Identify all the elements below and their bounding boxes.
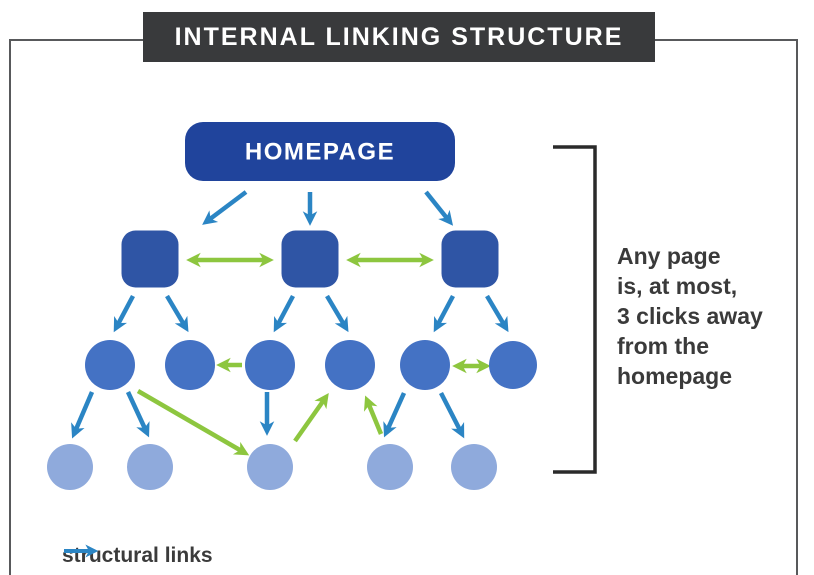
structural-link-arrow xyxy=(273,294,295,333)
deep-page-node-1 xyxy=(47,444,93,490)
structural-link-arrow xyxy=(202,190,248,225)
annotation-text: Any page is, at most, 3 clicks away from… xyxy=(617,243,763,389)
links-layer xyxy=(71,190,509,456)
structural-link-arrow xyxy=(485,294,509,333)
category-node-2 xyxy=(281,230,339,288)
deep-page-node-5 xyxy=(451,444,497,490)
structural-link-arrow xyxy=(125,391,150,438)
structural-link-arrow xyxy=(113,294,135,333)
structural-link-arrow xyxy=(424,190,454,226)
title-text: INTERNAL LINKING STRUCTURE xyxy=(174,22,624,51)
structural-link-arrow xyxy=(438,391,465,439)
category-node-1 xyxy=(121,230,179,288)
subpage-node-6 xyxy=(489,341,537,389)
structural-link-arrow xyxy=(71,391,95,439)
recommended-link-arrow xyxy=(293,393,329,443)
subpage-node-3 xyxy=(245,340,295,390)
bracket xyxy=(553,145,597,474)
homepage-node xyxy=(185,122,455,181)
subpage-node-2 xyxy=(165,340,215,390)
legend-label: structural links xyxy=(62,544,213,567)
legend: structural links xyxy=(62,543,213,569)
recommended-link-arrow xyxy=(136,389,250,456)
structural-link-arrow-icon xyxy=(64,544,99,558)
recommended-link-arrow xyxy=(363,395,384,435)
deep-page-node-4 xyxy=(367,444,413,490)
deep-page-node-2 xyxy=(127,444,173,490)
category-node-3 xyxy=(441,230,499,288)
subpage-node-4 xyxy=(325,340,375,390)
deep-page-node-3 xyxy=(247,444,293,490)
structural-link-arrow xyxy=(433,294,455,333)
title-banner: INTERNAL LINKING STRUCTURE xyxy=(143,12,655,62)
subpage-node-5 xyxy=(400,340,450,390)
homepage-node-label: HOMEPAGE xyxy=(245,139,395,166)
structural-link-arrow xyxy=(325,294,349,333)
nodes-layer: HOMEPAGE xyxy=(47,122,537,490)
structural-link-arrow xyxy=(165,294,189,333)
subpage-node-1 xyxy=(85,340,135,390)
structural-link-arrow xyxy=(383,392,407,438)
